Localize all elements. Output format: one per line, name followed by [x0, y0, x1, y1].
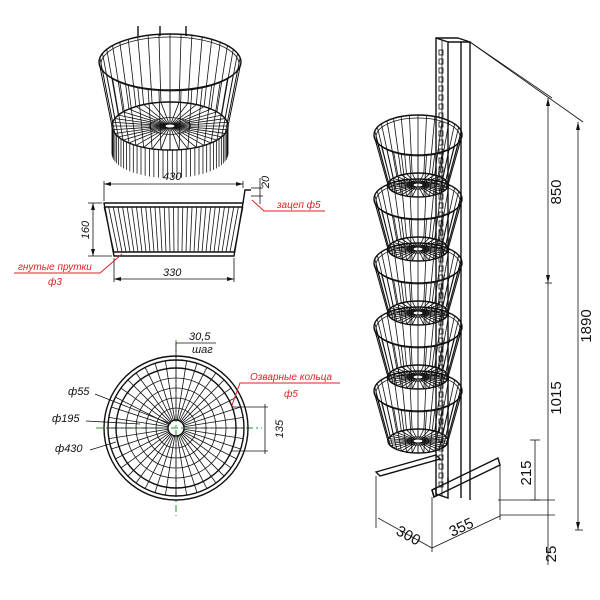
stand-assembly: 850 1890 1015 215 25 300 355	[373, 37, 595, 565]
basket-side-view: 430 20 зацеп ф5 160 330 гнутые прутки ф3	[14, 171, 325, 288]
perspective-basket	[98, 26, 242, 178]
dim-bottom-diameter: 330	[163, 267, 182, 279]
label-rings-1: Озварные кольца	[250, 372, 333, 383]
label-rods-2: ф3	[48, 276, 62, 288]
stand-basket	[373, 370, 463, 454]
basket-top-view: 30,5 шаг ф55 ф195 ф430 135 Озварные коль…	[52, 331, 340, 516]
dim-mid: ф195	[52, 413, 80, 425]
label-pitch: шаг	[192, 344, 213, 356]
dim-pitch: 30,5	[189, 331, 211, 343]
label-rods-1: гнутые прутки	[18, 262, 92, 273]
dim-foot-height: 25	[543, 546, 560, 563]
dim-base-width: 355	[447, 515, 477, 541]
dim-outer: ф430	[55, 443, 83, 455]
dim-height: 160	[80, 220, 92, 239]
dim-radius: 135	[274, 419, 286, 438]
dim-base-clearance: 215	[518, 460, 535, 485]
label-rings-2: ф5	[284, 388, 298, 400]
dim-upper-span: 850	[548, 179, 565, 204]
dim-inner: ф55	[68, 386, 90, 398]
dim-hook: 20	[260, 175, 272, 189]
dim-top-diameter: 430	[163, 171, 182, 183]
label-hook: зацеп ф5	[276, 199, 321, 211]
basket-perspective	[98, 26, 242, 178]
dim-base-depth: 300	[393, 523, 423, 550]
dim-total-height: 1890	[578, 309, 595, 342]
dim-lower-span: 1015	[548, 381, 565, 414]
stand-basket	[373, 242, 463, 326]
